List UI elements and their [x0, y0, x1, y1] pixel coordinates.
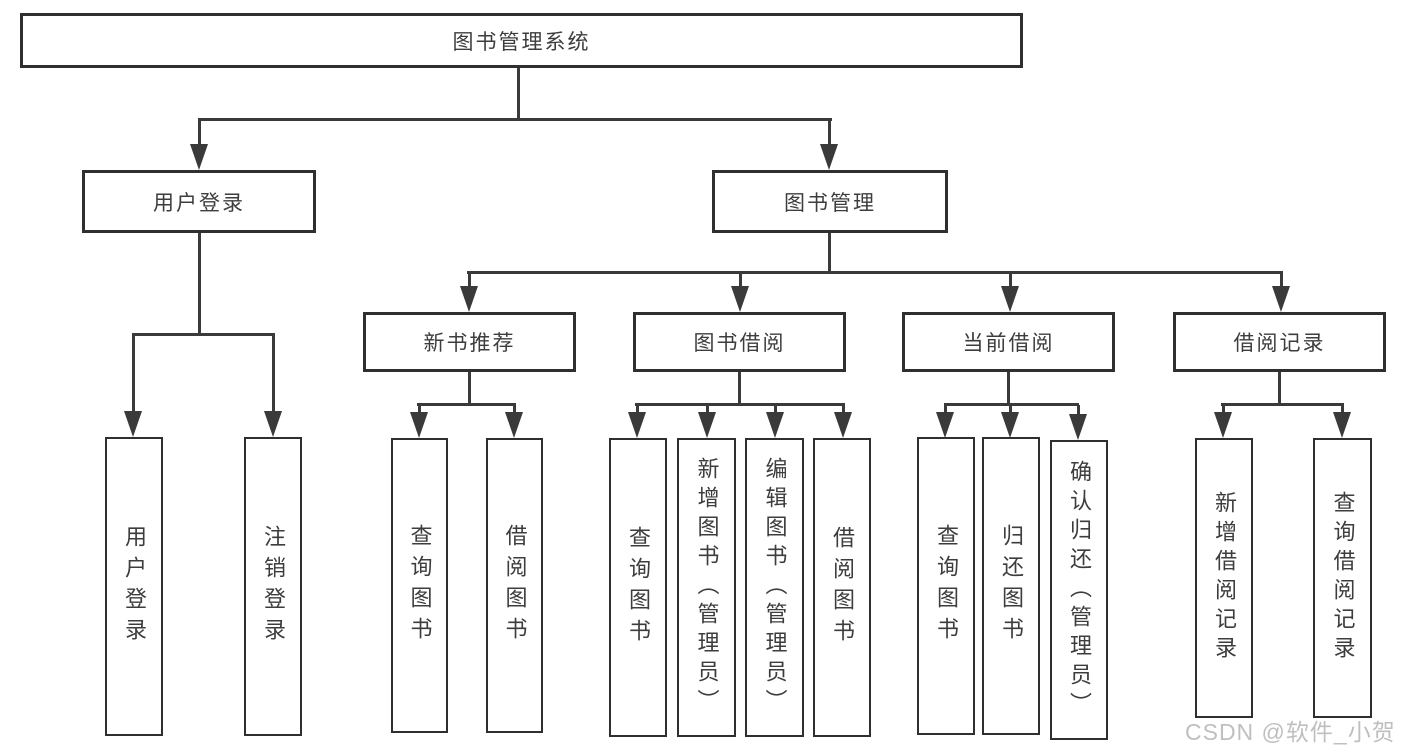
- arrow-down-icon: [1272, 286, 1290, 312]
- node-root: 图书管理系统: [20, 13, 1023, 68]
- leaf-query-books-recommend-label: 查询图书: [407, 523, 433, 648]
- connector-line: [467, 271, 1283, 274]
- node-book-borrowing-label: 图书借阅: [693, 332, 786, 355]
- node-current-borrowing-label: 当前借阅: [962, 332, 1055, 355]
- connector-line: [944, 405, 947, 417]
- connector-line: [1278, 372, 1281, 406]
- connector-line: [944, 403, 1079, 406]
- arrow-down-icon: [1001, 286, 1019, 312]
- connector-line: [198, 233, 201, 336]
- arrow-down-icon: [410, 412, 428, 438]
- leaf-return-book: 归还图书: [982, 437, 1040, 735]
- leaf-return-book-label: 归还图书: [999, 524, 1024, 648]
- arrow-down-icon: [1333, 412, 1351, 438]
- arrow-down-icon: [628, 412, 646, 438]
- connector-line: [198, 120, 201, 146]
- arrow-down-icon: [1001, 412, 1019, 438]
- connector-line: [738, 372, 741, 406]
- connector-line: [418, 405, 421, 417]
- arrow-down-icon: [124, 411, 142, 437]
- connector-line: [132, 333, 275, 336]
- connector-line: [1077, 405, 1080, 417]
- node-borrow-records: 借阅记录: [1173, 312, 1386, 372]
- node-root-label: 图书管理系统: [452, 30, 591, 54]
- leaf-query-books-recommend: 查询图书: [391, 438, 448, 733]
- leaf-borrow-books-recommend-label: 借阅图书: [502, 523, 528, 648]
- leaf-query-books-borrowing: 查询图书: [609, 438, 667, 737]
- node-book-management-label: 图书管理: [784, 191, 876, 215]
- leaf-borrow-books-borrowing: 借阅图书: [813, 438, 871, 737]
- leaf-edit-book-admin: 编辑图书（管理员）: [745, 438, 804, 737]
- connector-line: [468, 273, 471, 288]
- connector-line: [636, 405, 639, 417]
- node-current-borrowing: 当前借阅: [902, 312, 1115, 372]
- leaf-add-borrow-record: 新增借阅记录: [1195, 438, 1253, 718]
- node-borrow-records-label: 借阅记录: [1233, 332, 1326, 355]
- leaf-query-borrow-record-label: 查询借阅记录: [1330, 491, 1356, 665]
- leaf-borrow-books-recommend: 借阅图书: [486, 438, 543, 733]
- connector-line: [198, 118, 832, 121]
- watermark-text: CSDN @软件_小贺同学: [1185, 719, 1396, 745]
- arrow-down-icon: [834, 412, 852, 438]
- connector-line: [1280, 273, 1283, 288]
- connector-line: [635, 403, 845, 406]
- leaf-add-book-admin-label: 新增图书（管理员）: [694, 457, 720, 718]
- leaf-add-borrow-record-label: 新增借阅记录: [1212, 491, 1237, 665]
- node-new-book-recommend: 新书推荐: [363, 312, 576, 372]
- node-book-management: 图书管理: [712, 170, 948, 233]
- leaf-user-login: 用户登录: [105, 437, 163, 736]
- connector-line: [517, 68, 520, 121]
- leaf-add-book-admin: 新增图书（管理员）: [677, 438, 736, 737]
- arrow-down-icon: [698, 412, 716, 438]
- leaf-query-books-current-label: 查询图书: [934, 524, 959, 648]
- arrow-down-icon: [1214, 412, 1232, 438]
- connector-line: [1009, 405, 1012, 417]
- connector-line: [1221, 403, 1344, 406]
- leaf-borrow-books-borrowing-label: 借阅图书: [830, 525, 855, 650]
- connector-line: [468, 372, 471, 406]
- connector-line: [706, 405, 709, 417]
- leaf-edit-book-admin-label: 编辑图书（管理员）: [762, 457, 788, 718]
- leaf-query-books-borrowing-label: 查询图书: [626, 525, 651, 650]
- connector-line: [513, 405, 516, 417]
- arrow-down-icon: [731, 286, 749, 312]
- arrow-down-icon: [820, 144, 838, 170]
- connector-line: [1222, 405, 1225, 417]
- connector-line: [1009, 273, 1012, 288]
- connector-line: [272, 335, 275, 413]
- connector-line: [774, 405, 777, 417]
- connector-line: [739, 273, 742, 288]
- leaf-logout: 注销登录: [244, 437, 302, 736]
- leaf-logout-label: 注销登录: [261, 524, 286, 649]
- connector-line: [842, 405, 845, 417]
- node-book-borrowing: 图书借阅: [633, 312, 846, 372]
- arrow-down-icon: [1069, 414, 1087, 440]
- connector-line: [132, 335, 135, 413]
- arrow-down-icon: [460, 286, 478, 312]
- leaf-query-borrow-record: 查询借阅记录: [1313, 438, 1372, 718]
- node-user-login-label: 用户登录: [153, 191, 245, 215]
- connector-line: [1341, 405, 1344, 417]
- leaf-confirm-return-admin-label: 确认归还（管理员）: [1067, 459, 1092, 721]
- connector-line: [828, 120, 831, 146]
- arrow-down-icon: [936, 412, 954, 438]
- node-new-book-recommend-label: 新书推荐: [423, 332, 516, 355]
- node-user-login: 用户登录: [82, 170, 316, 233]
- leaf-confirm-return-admin: 确认归还（管理员）: [1050, 440, 1108, 740]
- arrow-down-icon: [505, 412, 523, 438]
- arrow-down-icon: [766, 412, 784, 438]
- arrow-down-icon: [190, 144, 208, 170]
- connector-line: [417, 403, 516, 406]
- arrow-down-icon: [264, 411, 282, 437]
- leaf-user-login-label: 用户登录: [122, 524, 147, 649]
- connector-line: [1007, 372, 1010, 406]
- leaf-query-books-current: 查询图书: [917, 437, 975, 735]
- connector-line: [828, 233, 831, 274]
